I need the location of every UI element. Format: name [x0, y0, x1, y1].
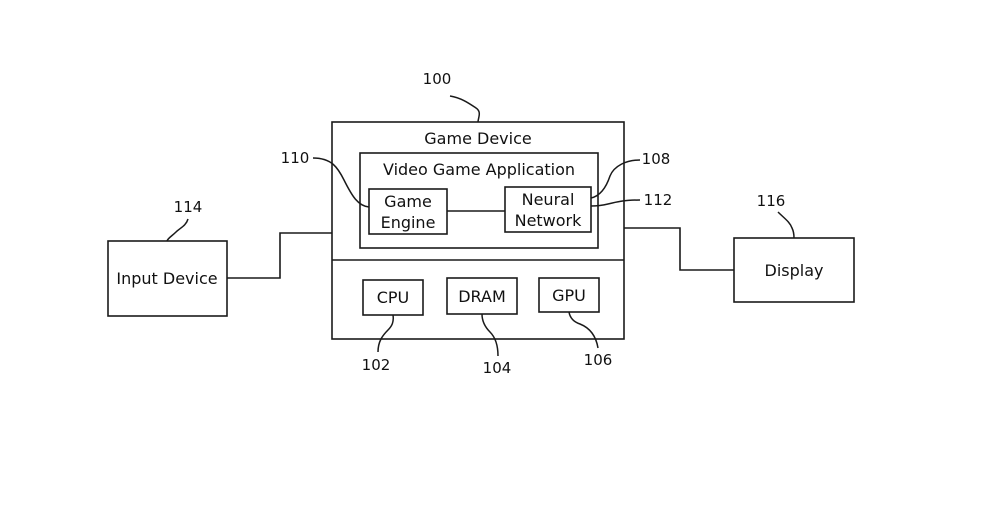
- game-engine-label-line2: Engine: [381, 213, 436, 232]
- display-box: [733, 237, 855, 303]
- ref-100: 100: [423, 70, 452, 88]
- ref-108-leader: [590, 159, 641, 199]
- ref-112-leader: [590, 199, 641, 207]
- ref-110: 110: [281, 149, 310, 167]
- ref-102-leader: [377, 314, 394, 353]
- input-device-connection: [227, 232, 332, 279]
- neural-network-label-line2: Network: [515, 211, 583, 230]
- ref-116-leader: [777, 211, 795, 239]
- ref-104-leader: [481, 313, 499, 357]
- ref-114-leader: [166, 218, 189, 242]
- game-device-label: Game Device: [424, 129, 531, 148]
- game-engine-box: [368, 188, 448, 235]
- input-device-box: [107, 240, 228, 317]
- cpu-box: [362, 279, 424, 316]
- ref-108: 108: [642, 150, 671, 168]
- ref-110-leader: [312, 157, 370, 208]
- ref-112: 112: [644, 191, 673, 209]
- ref-104: 104: [483, 359, 512, 377]
- ref-106-leader: [568, 311, 599, 349]
- ref-106: 106: [584, 351, 613, 369]
- video-game-application-label: Video Game Application: [383, 160, 575, 179]
- dram-label: DRAM: [458, 287, 506, 306]
- ref-100-leader: [449, 95, 481, 123]
- ref-102: 102: [362, 356, 391, 374]
- ref-114: 114: [174, 198, 203, 216]
- input-device-label: Input Device: [116, 269, 217, 288]
- dram-box: [446, 277, 518, 315]
- game-engine-label-line1: Game: [384, 192, 432, 211]
- ref-116: 116: [757, 192, 786, 210]
- neural-network-box: [504, 186, 592, 233]
- neural-network-label-line1: Neural: [522, 190, 575, 209]
- gpu-box: [538, 277, 600, 313]
- cpu-label: CPU: [377, 288, 410, 307]
- display-connection: [624, 227, 734, 271]
- gpu-label: GPU: [552, 286, 586, 305]
- display-label: Display: [765, 261, 824, 280]
